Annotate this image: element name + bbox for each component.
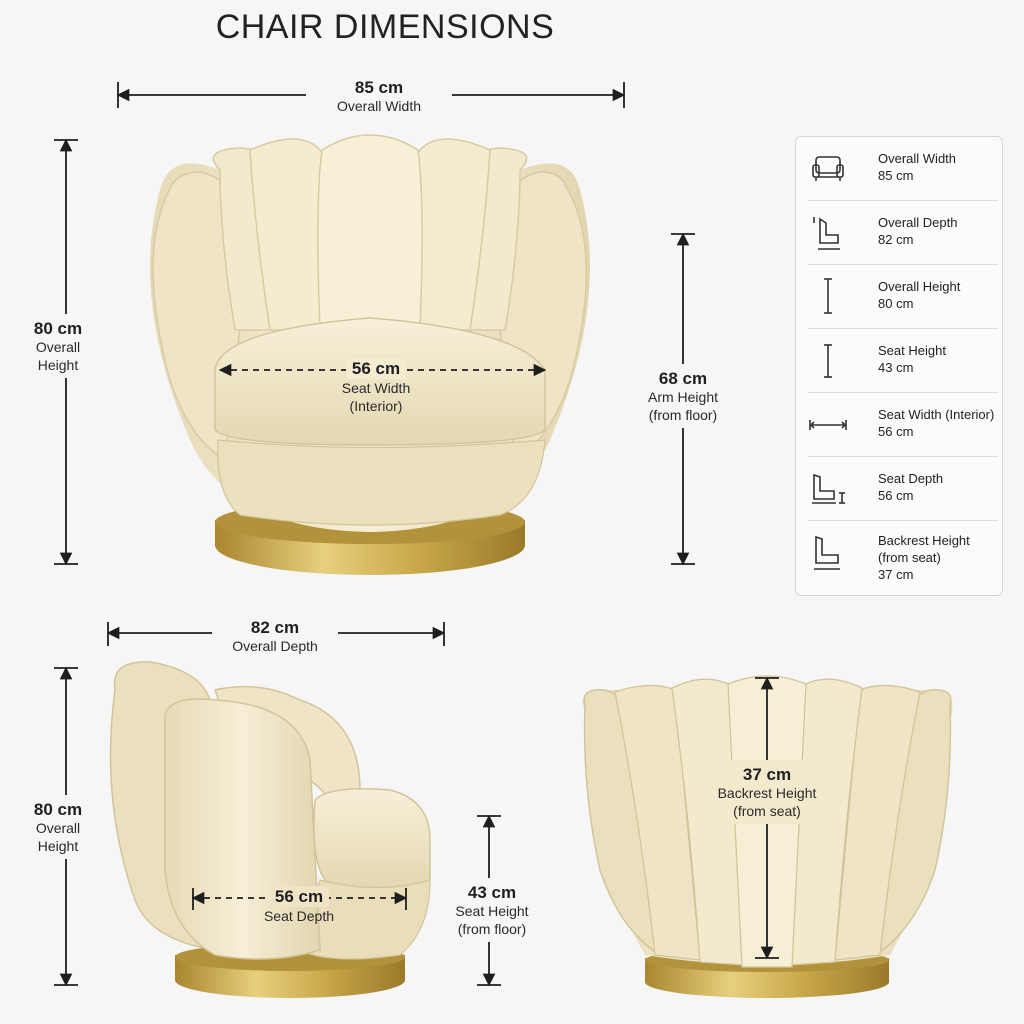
- spec-row-seat-depth: Seat Depth 56 cm: [808, 457, 998, 521]
- chair-front-icon: [812, 156, 844, 181]
- spec-name: Seat Depth: [878, 471, 944, 486]
- spec-name: Backrest Height (from seat): [878, 533, 970, 565]
- side-overall-height-value: 80 cm: [33, 800, 83, 819]
- side-overall-height-caption-1: Overall: [35, 820, 81, 837]
- front-view-chair: [150, 134, 590, 575]
- spec-row-overall-height: Overall Height 80 cm: [808, 265, 998, 329]
- overall-width-value: 85 cm: [354, 78, 404, 97]
- overall-width-caption: Overall Width: [336, 98, 422, 115]
- spec-value: 82 cm: [878, 231, 914, 247]
- seat-height-value: 43 cm: [467, 883, 517, 902]
- overall-depth-value: 82 cm: [250, 618, 300, 637]
- seat-depth-icon: [812, 473, 845, 504]
- front-overall-height-value: 80 cm: [33, 319, 83, 338]
- spec-value: 37 cm: [878, 566, 914, 582]
- seat-height-caption-2: (from floor): [457, 920, 527, 937]
- side-overall-height-caption-2: Height: [37, 837, 79, 854]
- backrest-height-caption-1: Backrest Height: [717, 785, 817, 802]
- spec-value: 43 cm: [878, 359, 914, 375]
- backrest-height-label: 37 cm Backrest Height (from seat): [698, 760, 836, 825]
- spec-row-seat-width: Seat Width (Interior) 56 cm: [808, 393, 998, 457]
- spec-name: Seat Height: [878, 343, 946, 358]
- spec-value: 56 cm: [878, 487, 914, 503]
- seat-width-caption-1: Seat Width: [341, 380, 411, 396]
- front-overall-height-caption-1: Overall: [35, 339, 81, 356]
- front-overall-height-label: 80 cm Overall Height: [22, 314, 94, 379]
- width-arrow-icon: [809, 420, 847, 430]
- spec-name: Overall Depth: [878, 215, 958, 230]
- arm-height-value: 68 cm: [658, 369, 708, 388]
- overall-depth-label: 82 cm Overall Depth: [212, 617, 338, 656]
- seat-height-caption-1: Seat Height: [455, 903, 529, 920]
- backrest-icon: [814, 535, 840, 570]
- spec-row-overall-depth: Overall Depth 82 cm: [808, 201, 998, 265]
- spec-value: 85 cm: [878, 167, 914, 183]
- spec-row-seat-height: Seat Height 43 cm: [808, 329, 998, 393]
- spec-row-overall-width: Overall Width 85 cm: [808, 137, 998, 201]
- overall-depth-caption: Overall Depth: [232, 638, 318, 655]
- backrest-height-caption-2: (from seat): [733, 802, 801, 819]
- chair-side-icon: [813, 217, 840, 250]
- spec-name: Overall Width: [878, 151, 957, 166]
- seat-depth-caption: Seat Depth: [263, 908, 335, 924]
- spec-name: Overall Height: [878, 279, 961, 294]
- spec-name: Seat Width (Interior): [878, 407, 995, 422]
- back-view-chair: [582, 675, 953, 998]
- arm-height-caption-1: Arm Height: [647, 389, 719, 406]
- side-overall-height-label: 80 cm Overall Height: [22, 795, 94, 860]
- arm-height-caption-2: (from floor): [648, 406, 718, 423]
- front-overall-height-caption-2: Height: [37, 356, 79, 373]
- seat-width-value: 56 cm: [345, 358, 407, 380]
- seat-width-caption-2: (Interior): [349, 397, 403, 414]
- spec-value: 56 cm: [878, 423, 914, 439]
- side-view-chair: [109, 661, 431, 998]
- seat-height-label: 43 cm Seat Height (from floor): [440, 878, 544, 943]
- seat-width-label: 56 cm Seat Width (Interior): [316, 358, 436, 415]
- seat-depth-value: 56 cm: [268, 886, 330, 908]
- spec-row-backrest-height: Backrest Height (from seat) 37 cm: [808, 521, 998, 593]
- arm-height-label: 68 cm Arm Height (from floor): [630, 364, 736, 429]
- seat-depth-label: 56 cm Seat Depth: [244, 886, 354, 926]
- backrest-height-value: 37 cm: [742, 765, 792, 784]
- height-line-icon: [824, 278, 832, 314]
- spec-value: 80 cm: [878, 295, 914, 311]
- overall-width-label: 85 cm Overall Width: [306, 77, 452, 116]
- spec-card: Overall Width 85 cm Overall Depth 82 cm …: [795, 136, 1003, 596]
- page-title: CHAIR DIMENSIONS: [215, 8, 555, 46]
- seat-height-line-icon: [824, 344, 832, 378]
